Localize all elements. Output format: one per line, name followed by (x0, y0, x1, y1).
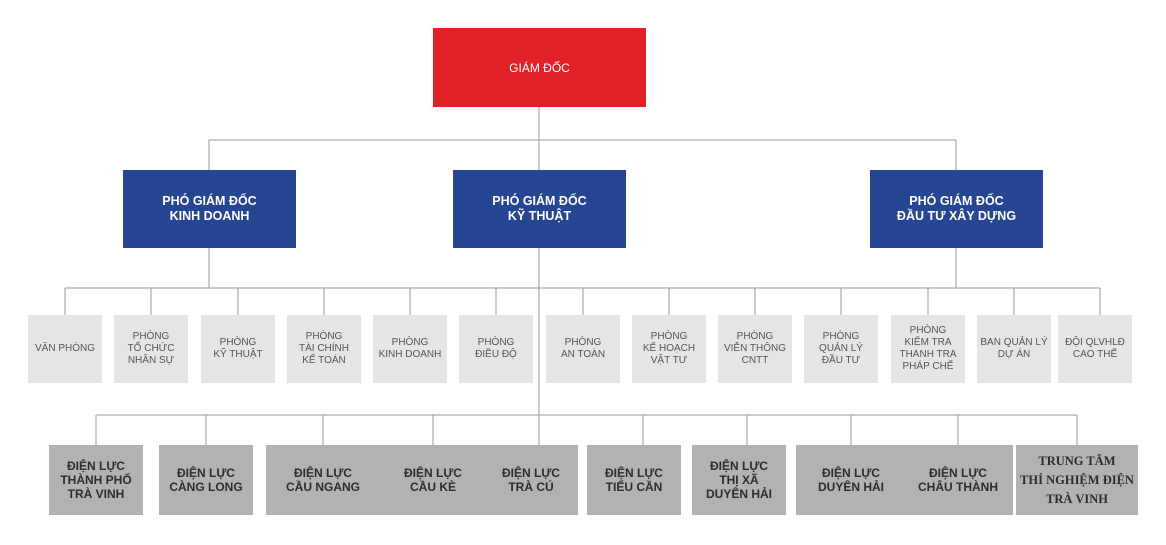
unit-box: ĐIỆN LỰC TIỂU CẦN (587, 445, 681, 515)
department-box: PHÒNG AN TOÀN (546, 315, 620, 383)
department-box: PHÒNG KẾ HOẠCH VẬT TƯ (632, 315, 706, 383)
unit-label: ĐIỆN LỰC CHÂU THÀNH (918, 466, 998, 494)
department-label: PHÒNG KỸ THUẬT (213, 337, 263, 360)
unit-box: ĐIỆN LỰC THỊ XÃ DUYÊN HẢI (692, 445, 786, 515)
unit-box: ĐIỆN LỰC CẦU KÈ (377, 445, 489, 515)
department-label: VĂN PHÒNG (34, 343, 95, 354)
department-box: PHÒNG VIỄN THÔNG CNTT (718, 315, 792, 383)
unit-label: ĐIỆN LỰC CÀNG LONG (169, 466, 243, 494)
unit-label: ĐIỆN LỰC DUYÊN HẢI (817, 466, 884, 494)
unit-label: ĐIỆN LỰC THỊ XÃ DUYÊN HẢI (705, 459, 772, 501)
department-box: PHÒNG ĐIỀU ĐỘ (459, 315, 533, 383)
department-box: ĐỘI QLVHLĐ CAO THẾ (1058, 315, 1132, 383)
unit-label: TRUNG TÂM THÍ NGHIỆM ĐIỆN TRÀ VINH (1020, 453, 1134, 506)
unit-label: ĐIỆN LỰC TIỂU CẦN (605, 466, 663, 494)
department-box: PHÒNG TÀI CHÍNH KẾ TOÁN (287, 315, 361, 383)
director-box: GIÁM ĐỐC (433, 28, 646, 107)
unit-label: ĐIỆN LỰC THÀNH PHỐ TRÀ VINH (60, 459, 132, 501)
unit-label: ĐIỆN LỰC CẦU KÈ (404, 466, 462, 494)
department-label: PHÒNG AN TOÀN (560, 337, 606, 360)
department-box: BAN QUẢN LÝ DỰ ÁN (977, 315, 1051, 383)
department-label: BAN QUẢN LÝ DỰ ÁN (980, 337, 1048, 360)
department-box: PHÒNG KINH DOANH (373, 315, 447, 383)
unit-box: ĐIỆN LỰC CHÂU THÀNH (903, 445, 1013, 515)
department-label: PHÒNG KẾ HOẠCH VẬT TƯ (642, 331, 696, 366)
deputy-technical-box: PHÓ GIÁM ĐỐC KỸ THUẬT (453, 170, 626, 248)
deputy-label: PHÓ GIÁM ĐỐC ĐẦU TƯ XÂY DỰNG (896, 194, 1017, 223)
deputy-label: PHÓ GIÁM ĐỐC KINH DOANH (162, 194, 257, 223)
deputy-business-box: PHÓ GIÁM ĐỐC KINH DOANH (123, 170, 296, 248)
unit-box: ĐIỆN LỰC TRÀ CÚ (484, 445, 578, 515)
department-label: PHÒNG ĐIỀU ĐỘ (475, 337, 517, 360)
department-label: PHÒNG KINH DOANH (378, 337, 442, 360)
deputy-investment-box: PHÓ GIÁM ĐỐC ĐẦU TƯ XÂY DỰNG (870, 170, 1043, 248)
unit-label: ĐIỆN LỰC TRÀ CÚ (502, 466, 560, 494)
unit-box: ĐIỆN LỰC THÀNH PHỐ TRÀ VINH (49, 445, 143, 515)
unit-box: ĐIỆN LỰC CẦU NGANG (266, 445, 380, 515)
unit-box: TRUNG TÂM THÍ NGHIỆM ĐIỆN TRÀ VINH (1016, 445, 1138, 515)
unit-label: ĐIỆN LỰC CẦU NGANG (286, 466, 360, 494)
department-label: PHÒNG VIỄN THÔNG CNTT (723, 331, 787, 366)
department-label: PHÒNG TỔ CHỨC NHÂN SỰ (127, 331, 175, 366)
department-label: PHÒNG TÀI CHÍNH KẾ TOÁN (299, 331, 349, 366)
department-box: PHÒNG QUẢN LÝ ĐẦU TƯ (804, 315, 878, 383)
director-label: GIÁM ĐỐC (509, 60, 570, 75)
department-box: PHÒNG KIỂM TRA THANH TRA PHÁP CHẾ (891, 315, 965, 383)
unit-box: ĐIỆN LỰC CÀNG LONG (159, 445, 253, 515)
department-label: PHÒNG KIỂM TRA THANH TRA PHÁP CHẾ (899, 325, 957, 372)
department-box: PHÒNG KỸ THUẬT (201, 315, 275, 383)
department-label: PHÒNG QUẢN LÝ ĐẦU TƯ (819, 331, 863, 366)
department-label: ĐỘI QLVHLĐ CAO THẾ (1065, 337, 1125, 360)
unit-box: ĐIỆN LỰC DUYÊN HẢI (796, 445, 906, 515)
department-box: VĂN PHÒNG (28, 315, 102, 383)
deputy-label: PHÓ GIÁM ĐỐC KỸ THUẬT (492, 194, 587, 223)
department-box: PHÒNG TỔ CHỨC NHÂN SỰ (114, 315, 188, 383)
